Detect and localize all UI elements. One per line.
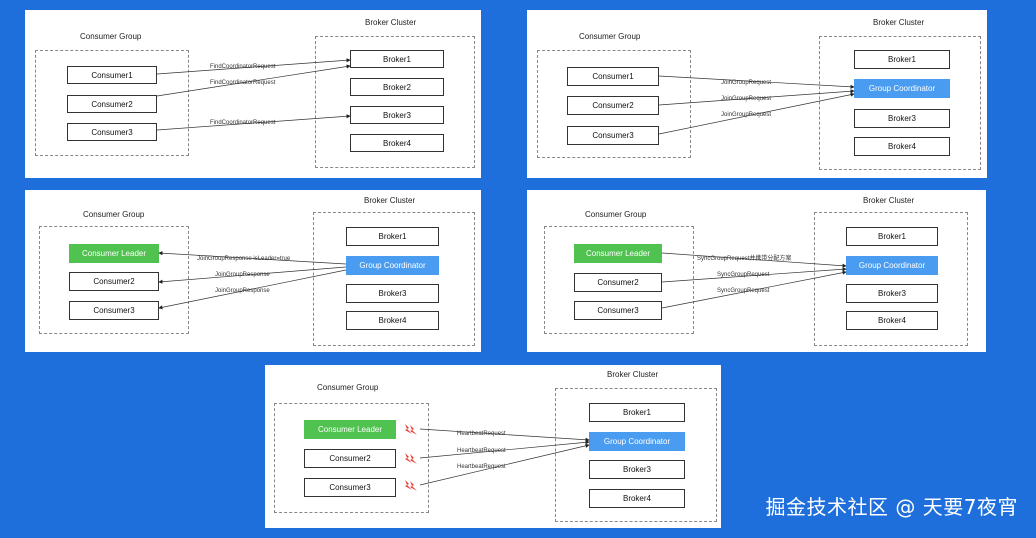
arrow-label: FindCoordinatorRequest bbox=[210, 120, 276, 126]
consumer-group-box bbox=[537, 50, 691, 158]
group-coordinator-box: Group Coordinator bbox=[346, 256, 439, 275]
arrow-label: SyncGroupRequest bbox=[717, 272, 770, 278]
arrow-label: SyncGroupRequest bbox=[717, 288, 770, 294]
broker-box: Broker3 bbox=[346, 284, 439, 303]
message-arrow bbox=[419, 443, 590, 486]
broker-box: Broker4 bbox=[846, 311, 938, 330]
consumer-group-box bbox=[274, 403, 429, 513]
arrow-label: JoinGroupRequest bbox=[721, 80, 771, 86]
arrow-label: HeartbeatRequest bbox=[457, 464, 506, 470]
consumer-group-box bbox=[39, 226, 189, 334]
broker-cluster-box bbox=[555, 388, 717, 522]
broker-cluster-box bbox=[819, 36, 981, 170]
consumer-leader-box: Consumer Leader bbox=[574, 244, 662, 263]
message-arrow bbox=[661, 270, 847, 309]
lightning-icon bbox=[405, 453, 412, 463]
consumer-box: Consumer3 bbox=[69, 301, 159, 320]
arrow-label: HeartbeatRequest bbox=[457, 431, 506, 437]
arrow-label: FindCoordinatorRequest bbox=[210, 80, 276, 86]
lightning-icon bbox=[410, 454, 417, 464]
broker-cluster-box bbox=[313, 212, 475, 346]
message-arrow bbox=[419, 440, 590, 459]
group-coordinator-box: Group Coordinator bbox=[589, 432, 685, 451]
consumer-group-title: Consumer Group bbox=[83, 210, 145, 219]
consumer-box: Consumer3 bbox=[567, 126, 659, 145]
broker-box: Broker2 bbox=[350, 78, 444, 96]
lightning-icon bbox=[410, 425, 417, 435]
lightning-icon bbox=[405, 424, 412, 434]
broker-box: Broker1 bbox=[846, 227, 938, 246]
message-arrow bbox=[158, 266, 347, 284]
arrow-label: JoinGroupResponse bbox=[215, 288, 270, 294]
broker-cluster-title: Broker Cluster bbox=[364, 196, 416, 205]
broker-cluster-title: Broker Cluster bbox=[607, 370, 659, 379]
broker-box: Broker3 bbox=[589, 460, 685, 479]
broker-cluster-title: Broker Cluster bbox=[365, 18, 417, 27]
consumer-box: Consumer1 bbox=[67, 66, 157, 84]
message-arrow bbox=[156, 58, 351, 75]
message-arrow bbox=[156, 64, 351, 97]
consumer-box: Consumer3 bbox=[67, 123, 157, 141]
arrows-layer: HeartbeatRequestHeartbeatRequestHeartbea… bbox=[405, 424, 590, 491]
consumer-box: Consumer3 bbox=[574, 301, 662, 320]
broker-box: Broker4 bbox=[350, 134, 444, 152]
lightning-icon bbox=[405, 480, 412, 490]
broker-cluster-title: Broker Cluster bbox=[873, 18, 925, 27]
lightning-icon bbox=[410, 481, 417, 491]
consumer-box: Consumer2 bbox=[67, 95, 157, 113]
message-arrow bbox=[158, 251, 347, 265]
broker-box: Broker4 bbox=[589, 489, 685, 508]
arrows-layer: FindCoordinatorRequestFindCoordinatorReq… bbox=[156, 58, 351, 131]
arrow-label: JoinGroupRequest bbox=[721, 96, 771, 102]
consumer-group-title: Consumer Group bbox=[585, 210, 647, 219]
arrow-label: JoinGroupResponse bbox=[215, 272, 270, 278]
consumer-leader-box: Consumer Leader bbox=[304, 420, 396, 439]
arrow-label: HeartbeatRequest bbox=[457, 448, 506, 454]
message-arrow bbox=[419, 428, 590, 442]
message-arrow bbox=[156, 114, 351, 131]
broker-box: Broker4 bbox=[346, 311, 439, 330]
broker-cluster-title: Broker Cluster bbox=[863, 196, 915, 205]
consumer-box: Consumer2 bbox=[574, 273, 662, 292]
broker-box: Broker3 bbox=[846, 284, 938, 303]
consumer-group-box bbox=[35, 50, 189, 156]
consumer-box: Consumer2 bbox=[304, 449, 396, 468]
broker-box: Broker3 bbox=[854, 109, 950, 128]
broker-box: Broker3 bbox=[350, 106, 444, 124]
arrow-label: SyncGroupRequest并携带分配方案 bbox=[697, 254, 791, 262]
message-arrow bbox=[158, 269, 347, 310]
broker-cluster-box bbox=[814, 212, 968, 346]
consumer-box: Consumer2 bbox=[567, 96, 659, 115]
broker-box: Broker1 bbox=[346, 227, 439, 246]
consumer-group-title: Consumer Group bbox=[317, 383, 379, 392]
broker-box: Broker4 bbox=[854, 137, 950, 156]
message-arrow bbox=[658, 75, 855, 89]
watermark: 掘金技术社区 @ 天要7夜宵 bbox=[765, 495, 1018, 519]
broker-box: Broker1 bbox=[854, 50, 950, 69]
consumer-box: Consumer1 bbox=[567, 67, 659, 86]
broker-cluster-box bbox=[315, 36, 475, 168]
consumer-group-title: Consumer Group bbox=[579, 32, 641, 41]
broker-box: Broker1 bbox=[589, 403, 685, 422]
consumer-box: Consumer3 bbox=[304, 478, 396, 497]
arrow-label: FindCoordinatorRequest bbox=[210, 64, 276, 70]
arrows-layer: JoinGroupRequestJoinGroupRequestJoinGrou… bbox=[658, 75, 855, 135]
message-arrow bbox=[661, 267, 847, 283]
message-arrow bbox=[658, 92, 855, 135]
arrow-label: JoinGroupResponse isLeader=true bbox=[197, 256, 291, 262]
consumer-group-title: Consumer Group bbox=[80, 32, 142, 41]
arrows-layer: SyncGroupRequest并携带分配方案SyncGroupRequestS… bbox=[661, 252, 847, 309]
message-arrow bbox=[661, 252, 847, 268]
arrow-label: JoinGroupRequest bbox=[721, 112, 771, 118]
arrows-layer: JoinGroupResponse isLeader=trueJoinGroup… bbox=[158, 251, 347, 310]
message-arrow bbox=[658, 89, 855, 106]
consumer-leader-box: Consumer Leader bbox=[69, 244, 159, 263]
